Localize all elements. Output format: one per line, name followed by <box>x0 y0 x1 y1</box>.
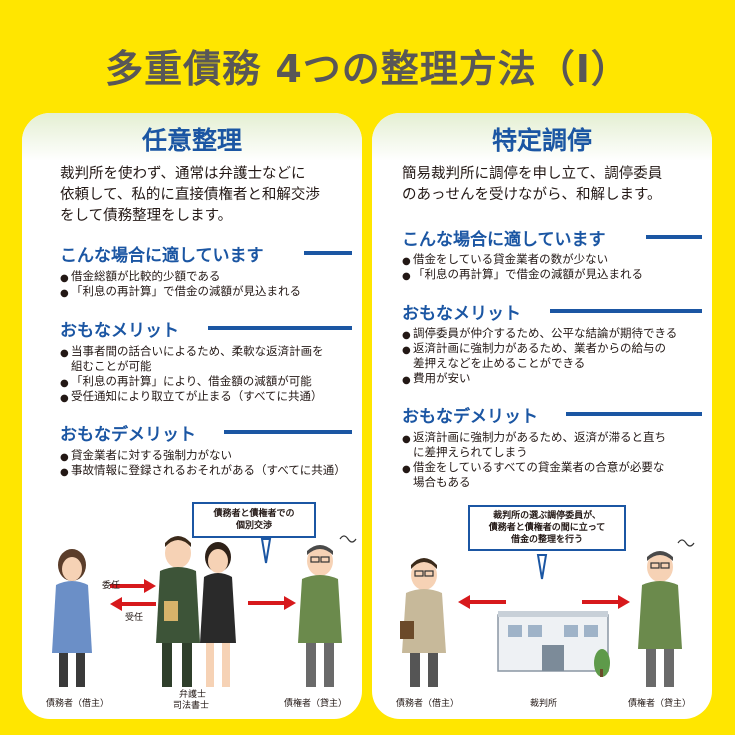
bubble-tail <box>260 538 272 564</box>
panel-header <box>372 113 712 161</box>
illustration-chotei <box>400 539 695 687</box>
debtor-man-icon <box>400 558 446 687</box>
debtor-woman-icon <box>52 549 92 687</box>
panel-heading: 特定調停 <box>491 126 592 155</box>
bullet-icon: ● <box>60 467 69 478</box>
demerit-list: ●返済計画に強制力があるため、返済が滞ると直ちに差押えられてしまう ●借金をして… <box>402 430 702 490</box>
caption-creditor: 債権者（貸主） <box>284 699 348 709</box>
intro-line: 依頼して、私的に直接債権者と和解交渉 <box>60 187 320 203</box>
court-building-icon <box>497 611 610 677</box>
section-rule <box>566 412 702 416</box>
intro-line: 裁判所を使わず、通常は弁護士などに <box>60 166 306 182</box>
section-suitable: こんな場合に適しています <box>60 241 352 267</box>
panel-header <box>22 113 362 161</box>
section-merits: おもなメリット <box>402 299 702 325</box>
section-rule <box>224 430 352 434</box>
list-item: ●貸金業者に対する強制力がない <box>60 448 232 463</box>
bullet-icon: ● <box>402 330 411 341</box>
panel-intro: 裁判所を使わず、通常は弁護士などに 依頼して、私的に直接債権者と和解交渉 をして… <box>60 164 340 227</box>
bullet-icon: ● <box>60 273 69 284</box>
intro-line: 簡易裁判所に調停を申し立て、調停委員 <box>402 166 663 182</box>
arrowhead <box>110 597 122 611</box>
caption-debtor: 債務者（借主） <box>396 699 460 709</box>
panel-intro: 簡易裁判所に調停を申し立て、調停委員 のあっせんを受けながら、和解します。 <box>402 164 702 206</box>
section-suitable: こんな場合に適しています <box>402 225 702 251</box>
bullet-icon: ● <box>402 464 411 475</box>
section-demerits: おもなデメリット <box>60 420 352 446</box>
list-item: ●受任通知により取立てが止まる（すべてに共通） <box>60 389 323 404</box>
arrowhead <box>284 596 296 610</box>
list-item: ●返済計画に強制力があるため、業者からの給与の差押えなどを止めることができる <box>402 341 666 370</box>
section-label: おもなデメリット <box>60 425 196 445</box>
speech-bubble: 裁判所の選ぶ調停委員が、 債務者と債権者の間に立って 借金の整理を行う <box>468 505 626 551</box>
intro-line: のあっせんを受けながら、和解します。 <box>402 187 662 203</box>
section-demerits: おもなデメリット <box>402 402 702 428</box>
illustration-nini <box>52 535 357 687</box>
caption-debtor: 債務者（借主） <box>46 699 110 709</box>
intro-line: をして債務整理をします。 <box>60 208 233 224</box>
arrowhead <box>458 595 470 609</box>
lawyer-woman-icon <box>200 542 236 687</box>
section-label: こんな場合に適しています <box>402 230 606 250</box>
caption-creditor: 債権者（貸主） <box>628 699 692 709</box>
section-label: こんな場合に適しています <box>60 246 264 266</box>
demerit-list: ●貸金業者に対する強制力がない ●事故情報に登録されるおそれがある（すべてに共通… <box>60 448 360 478</box>
suitable-list: ●借金をしている貸金業者の数が少ない ●「利息の再計算」で借金の減額が見込まれる <box>402 252 702 282</box>
list-item: ●事故情報に登録されるおそれがある（すべてに共通） <box>60 463 346 478</box>
creditor-man-icon <box>298 535 357 687</box>
section-label: おもなデメリット <box>402 407 538 427</box>
bubble-tail <box>536 554 548 580</box>
bullet-icon: ● <box>60 452 69 463</box>
bullet-icon: ● <box>402 271 411 282</box>
creditor-man-icon <box>638 539 695 687</box>
section-rule <box>304 251 352 255</box>
panel-heading: 任意整理 <box>141 126 242 155</box>
list-item: ●費用が安い <box>402 371 471 386</box>
bullet-icon: ● <box>402 434 411 445</box>
arrowhead <box>144 579 156 593</box>
speech-bubble: 債務者と債権者での 個別交渉 <box>192 502 316 538</box>
bullet-icon: ● <box>60 378 69 389</box>
section-merits: おもなメリット <box>60 316 352 342</box>
panel-nini-seiri: 任意整理 裁判所を使わず、通常は弁護士などに 依頼して、私的に直接債権者と和解交… <box>22 113 362 719</box>
list-item: ●借金をしている貸金業者の数が少ない <box>402 252 609 267</box>
arrowhead <box>618 595 630 609</box>
section-rule <box>646 235 702 239</box>
bullet-icon: ● <box>402 375 411 386</box>
list-item: ●返済計画に強制力があるため、返済が滞ると直ちに差押えられてしまう <box>402 430 666 459</box>
bullet-icon: ● <box>60 288 69 299</box>
section-label: おもなメリット <box>402 304 521 324</box>
lawyer-man-icon <box>156 536 200 687</box>
bullet-icon: ● <box>402 256 411 267</box>
suitable-list: ●借金総額が比較的少額である ●「利息の再計算」で借金の減額が見込まれる <box>60 269 360 299</box>
list-item: ●借金をしているすべての貸金業者の合意が必要な場合もある <box>402 460 665 489</box>
arrow-label-delegate: 委任 <box>102 581 121 591</box>
bullet-icon: ● <box>402 345 411 356</box>
arrow-label-accept: 受任 <box>125 613 144 623</box>
list-item: ●借金総額が比較的少額である <box>60 269 221 284</box>
caption-lawyer: 弁護士 <box>179 690 207 700</box>
list-item: ●「利息の再計算」により、借金額の減額が可能 <box>60 374 312 389</box>
caption-court: 裁判所 <box>530 699 558 709</box>
bullet-icon: ● <box>60 393 69 404</box>
bullet-icon: ● <box>60 348 69 359</box>
section-label: おもなメリット <box>60 321 179 341</box>
merit-list: ●調停委員が仲介するため、公平な結論が期待できる ●返済計画に強制力があるため、… <box>402 326 702 386</box>
merit-list: ●当事者間の話合いによるため、柔軟な返済計画を組むことが可能 ●「利息の再計算」… <box>60 344 360 404</box>
list-item: ●調停委員が仲介するため、公平な結論が期待できる <box>402 326 678 341</box>
list-item: ●「利息の再計算」で借金の減額が見込まれる <box>60 284 301 299</box>
caption-judicial-scrivener: 司法書士 <box>173 701 210 711</box>
section-rule <box>550 309 702 313</box>
panel-tokutei-chotei: 特定調停 簡易裁判所に調停を申し立て、調停委員 のあっせんを受けながら、和解しま… <box>372 113 712 719</box>
list-item: ●当事者間の話合いによるため、柔軟な返済計画を組むことが可能 <box>60 344 324 373</box>
list-item: ●「利息の再計算」で借金の減額が見込まれる <box>402 267 643 282</box>
page-title: 多重債務 4つの整理方法（Ⅰ） <box>105 47 630 91</box>
section-rule <box>208 326 352 330</box>
